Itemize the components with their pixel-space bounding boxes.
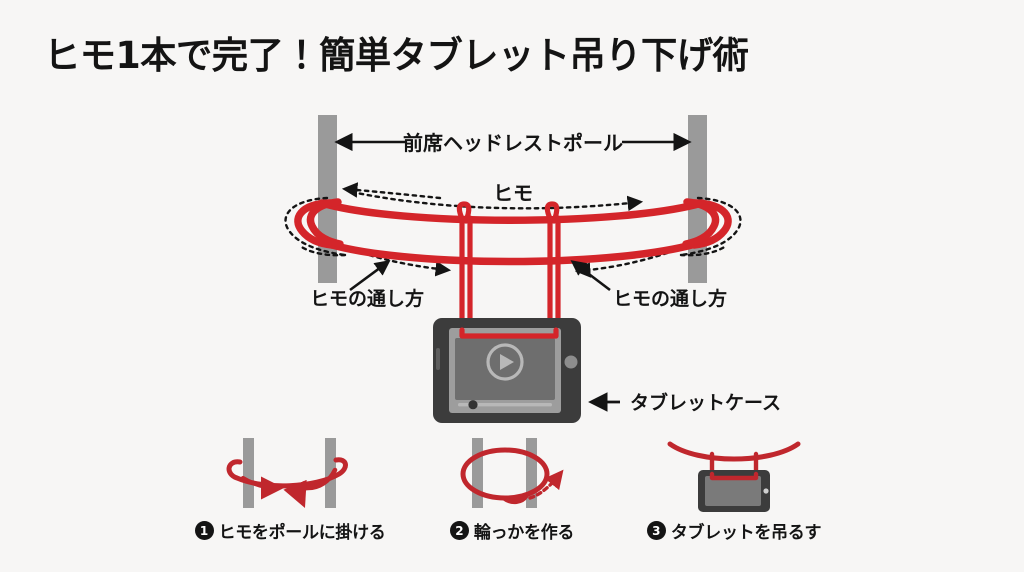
step-3: 3 タブレットを吊るす	[636, 430, 832, 543]
step-2-figure	[442, 430, 582, 516]
step2-cord-tail	[501, 493, 529, 505]
step-3-label: タブレットを吊るす	[670, 523, 822, 543]
tablet-case-label: タブレットケース	[630, 391, 781, 414]
tablet-volume-button	[436, 348, 440, 370]
step1-arrow-right	[283, 467, 338, 508]
page-title-text: ヒモ1本で完了！簡単タブレット吊り下げ術	[44, 34, 749, 77]
threading-path-left-back	[284, 196, 347, 257]
threading-arrow-upper-left	[341, 182, 442, 200]
tablet-home-button	[564, 355, 578, 369]
threading-left-label: ヒモの通し方	[310, 287, 424, 310]
step1-arrow-left	[240, 475, 284, 500]
cord-drop-right-loop	[544, 201, 560, 224]
step-1: 1 ヒモをポールに掛ける	[192, 430, 388, 543]
step3-cord-inside	[709, 471, 759, 481]
cord-drop-left-loop	[456, 201, 472, 224]
cord-label: ヒモ	[493, 181, 533, 205]
cord-upper-band	[318, 199, 706, 224]
step1-pole-left	[243, 438, 254, 508]
tablet-case-illustration	[433, 318, 581, 423]
step-1-caption: 1 ヒモをポールに掛ける	[194, 518, 386, 543]
step3-cord-span	[667, 441, 801, 462]
step-3-badge: 3	[646, 521, 666, 540]
threading-right-label: ヒモの通し方	[613, 287, 727, 310]
threading-right-pointer	[570, 260, 611, 292]
threading-arrow-lower-left	[574, 243, 692, 278]
step2-pole-right	[526, 438, 537, 508]
cord-wrap-left-front	[306, 198, 344, 248]
tablet-screen	[455, 338, 555, 400]
threading-arrow-lower-right	[330, 240, 452, 277]
step-1-label: ヒモをポールに掛ける	[218, 523, 386, 543]
steps-row: 1 ヒモをポールに掛ける	[0, 430, 1024, 550]
step-2-badge: 2	[449, 521, 469, 540]
threading-arrow-upper-right	[350, 190, 644, 212]
play-icon	[500, 354, 514, 370]
threading-path-right-back	[679, 196, 742, 257]
step2-pull-arrow	[528, 469, 564, 500]
step-2: 2 輪っかを作る	[414, 430, 610, 543]
page-title: ヒモ1本で完了！簡単タブレット吊り下げ術	[44, 28, 944, 84]
step-3-figure	[656, 430, 812, 516]
cord-wrap-right-front	[682, 198, 720, 248]
main-diagram: 前席ヘッドレストポール ヒモ	[284, 115, 781, 423]
cord-inside-case	[459, 327, 559, 339]
threading-path-left-front	[298, 244, 347, 257]
threading-path-right-front	[679, 244, 728, 257]
tablet-progress-scrubber	[468, 400, 478, 410]
step-3-caption: 3 タブレットを吊るす	[646, 518, 822, 543]
step2-pole-left	[472, 438, 483, 508]
play-icon-ring	[486, 343, 524, 381]
headrest-pole-label: 前席ヘッドレストポール	[403, 131, 623, 155]
step3-tablet-screen	[705, 476, 761, 506]
tablet-progress-track	[458, 403, 552, 407]
step-1-badge: 1	[194, 521, 214, 540]
step-2-caption: 2 輪っかを作る	[449, 518, 575, 543]
step-1-figure	[207, 430, 373, 516]
threading-left-pointer	[349, 260, 391, 292]
step1-pole-right	[325, 438, 336, 508]
cord-lower-band	[318, 238, 706, 266]
step3-tablet-home-button	[763, 488, 769, 494]
step-2-label: 輪っかを作る	[473, 523, 575, 543]
